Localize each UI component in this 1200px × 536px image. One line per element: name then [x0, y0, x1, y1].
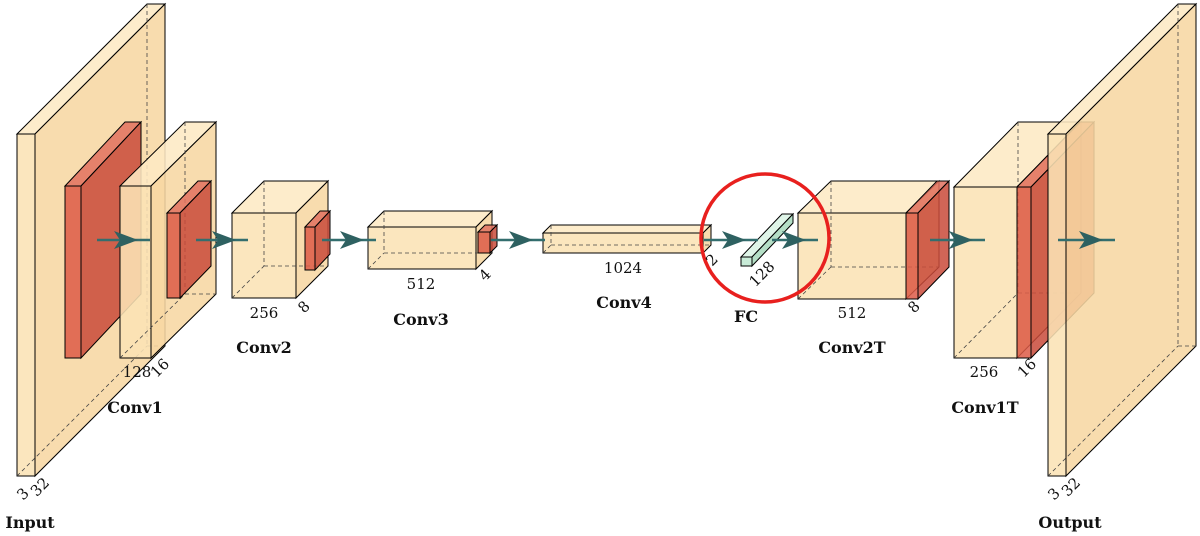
highlight-circle [699, 172, 831, 304]
flow-arrow [97, 231, 150, 249]
flow-arrow [196, 231, 248, 249]
conv2t-channel-label: 512 [838, 304, 867, 322]
conv1t-layer-name: Conv1T [951, 398, 1018, 417]
flow-arrow [322, 231, 376, 249]
conv2-channel-label: 256 [250, 304, 279, 322]
conv1-second-pool-block [165, 179, 213, 300]
fc-layer-name: FC [734, 307, 758, 326]
conv2-layer-name: Conv2 [236, 338, 291, 357]
conv1t-size-label: 16 [1014, 355, 1040, 381]
conv3-layer-block [366, 209, 494, 271]
output-layer-block [1046, 2, 1198, 478]
flow-arrow [930, 231, 985, 249]
output-layer-name: Output [1038, 513, 1102, 532]
conv2-size-label: 8 [294, 297, 313, 316]
flow-arrow [704, 231, 758, 249]
conv4-layer-name: Conv4 [596, 293, 651, 312]
conv2t-size-label: 8 [904, 297, 923, 316]
flow-arrow [1058, 231, 1115, 249]
conv4-layer-block [541, 223, 713, 255]
conv2t-layer-name: Conv2T [818, 338, 885, 357]
conv1-layer-name: Conv1 [107, 398, 162, 417]
flow-arrow [772, 231, 818, 249]
conv3-size-label: 4 [475, 265, 494, 284]
conv3-channel-label: 512 [407, 275, 436, 293]
conv1-channel-label: 128 [123, 363, 152, 381]
conv3-pool-block [476, 223, 499, 255]
conv4-size-label: 2 [702, 250, 721, 269]
conv4-channel-label: 1024 [604, 259, 642, 277]
conv3-layer-name: Conv3 [393, 310, 448, 329]
input-layer-name: Input [5, 513, 55, 532]
conv1t-channel-label: 256 [970, 363, 999, 381]
flow-arrow [491, 231, 545, 249]
